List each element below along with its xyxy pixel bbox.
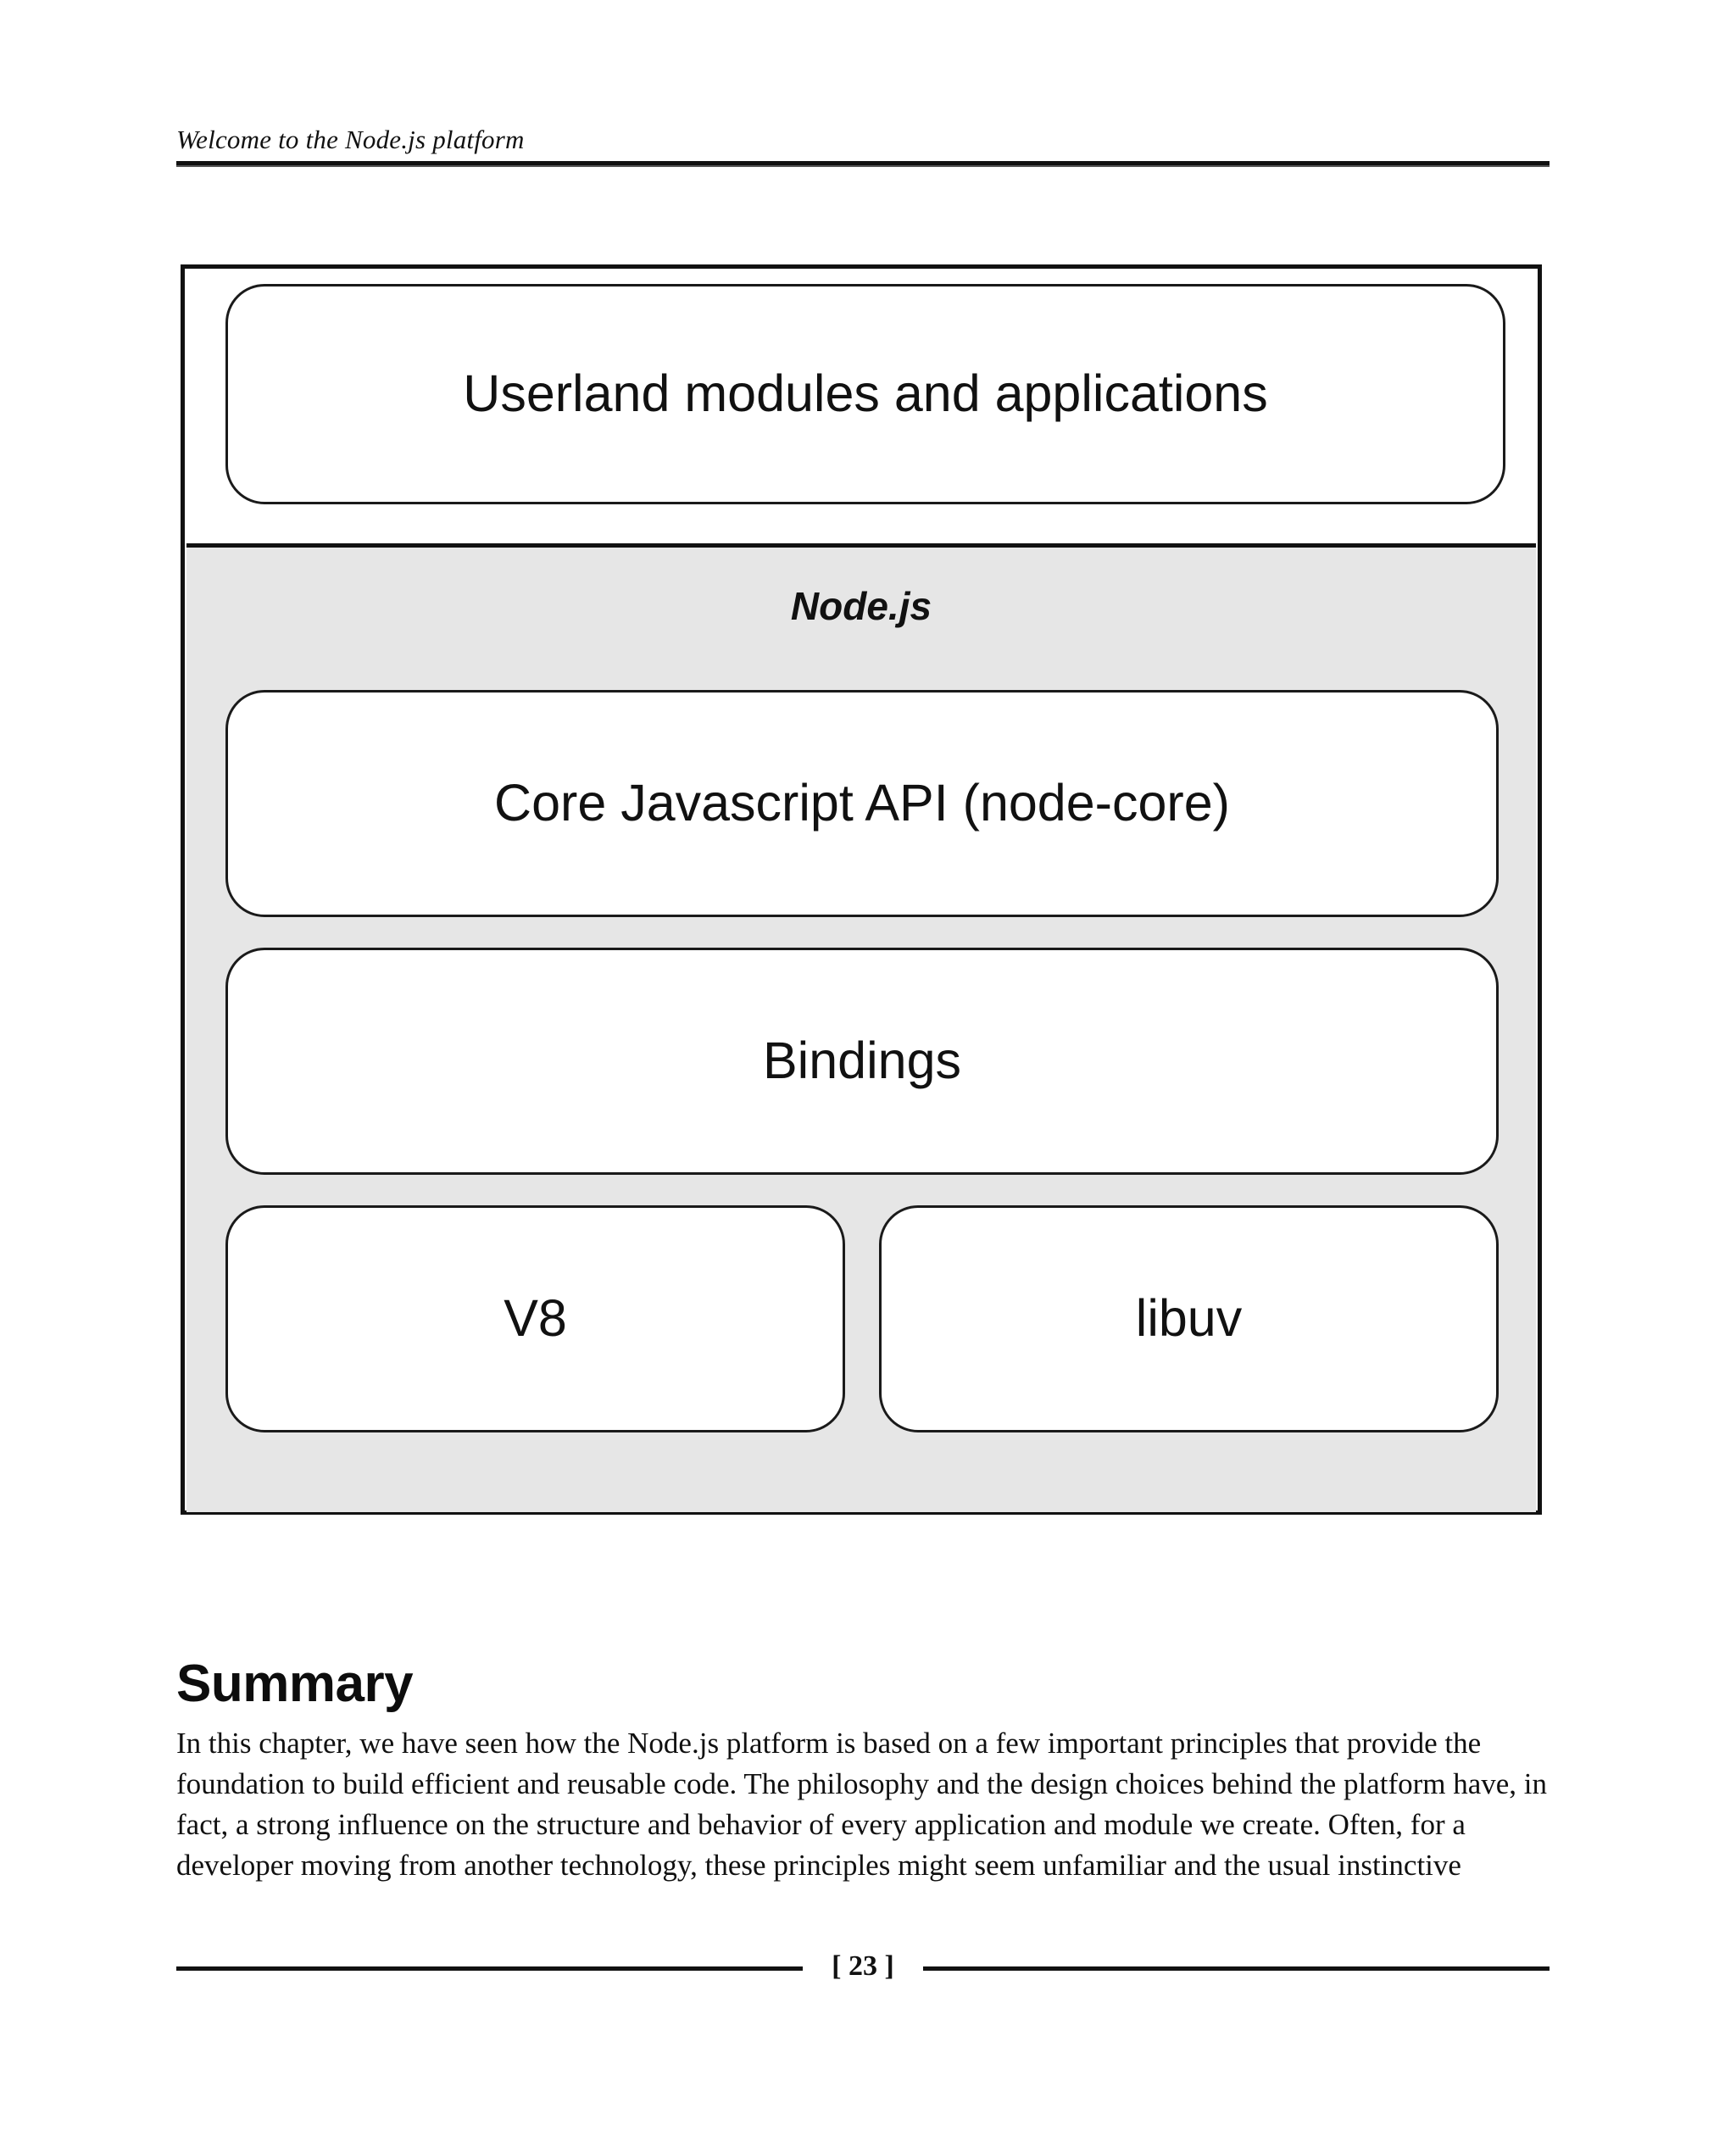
running-header-title: Welcome to the Node.js platform — [176, 125, 525, 154]
core-javascript-api-box: Core Javascript API (node-core) — [225, 690, 1499, 917]
userland-box-label: Userland modules and applications — [463, 364, 1268, 423]
architecture-diagram: Userland modules and applications Node.j… — [181, 264, 1542, 1515]
header-divider — [176, 161, 1550, 168]
page-number: [ 23 ] — [832, 1950, 894, 1982]
summary-heading: Summary — [176, 1655, 414, 1714]
libuv-box: libuv — [879, 1205, 1499, 1432]
nodejs-region: Node.js Core Javascript API (node-core) … — [186, 543, 1536, 1512]
summary-paragraph: In this chapter, we have seen how the No… — [176, 1727, 1548, 1882]
userland-band: Userland modules and applications — [185, 269, 1538, 543]
v8-box: V8 — [225, 1205, 845, 1432]
nodejs-region-title: Node.js — [790, 584, 932, 628]
libuv-label: libuv — [1135, 1289, 1243, 1348]
v8-label: V8 — [504, 1289, 567, 1348]
footer-rule-left — [176, 1966, 804, 1971]
userland-box: Userland modules and applications — [225, 284, 1505, 504]
page-header: Welcome to the Node.js platform — [176, 125, 1550, 168]
page-footer: [ 23 ] — [176, 1950, 1550, 1987]
core-javascript-api-label: Core Javascript API (node-core) — [494, 774, 1230, 832]
bindings-box: Bindings — [225, 948, 1499, 1175]
footer-rule-right — [922, 1966, 1550, 1971]
bindings-label: Bindings — [763, 1032, 961, 1090]
